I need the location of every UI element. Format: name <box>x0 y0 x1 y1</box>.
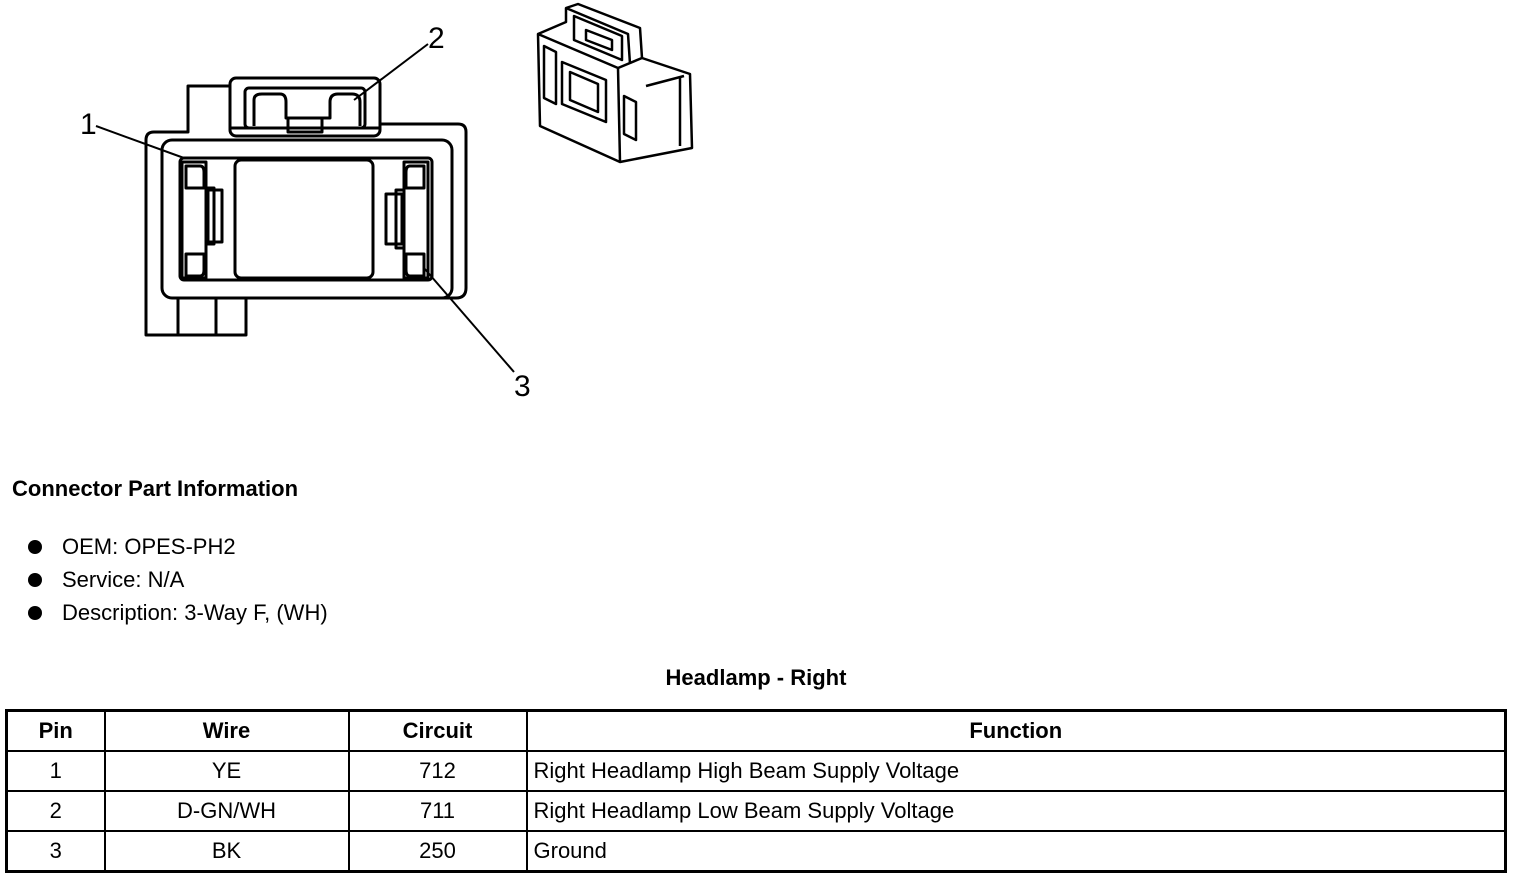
info-item-text: Service: N/A <box>62 567 185 592</box>
terminal-cavity-3 <box>402 160 430 280</box>
header-pin: Pin <box>5 709 106 752</box>
table-row: 1 YE 712 Right Headlamp High Beam Supply… <box>5 750 1507 792</box>
cell-function: Ground <box>525 830 1507 873</box>
connector-back-shell <box>144 84 468 337</box>
leader-line-1 <box>95 125 185 159</box>
table-row: 2 D-GN/WH 711 Right Headlamp Low Beam Su… <box>5 790 1507 832</box>
info-item: Description: 3-Way F, (WH) <box>28 596 328 629</box>
leader-line-3 <box>423 267 515 373</box>
cell-pin: 2 <box>5 790 106 832</box>
table-header-row: Pin Wire Circuit Function <box>5 709 1507 752</box>
cell-pin: 1 <box>5 750 106 792</box>
leader-line-2 <box>353 43 429 101</box>
connector-center-cavity <box>233 158 375 280</box>
cell-circuit: 712 <box>347 750 528 792</box>
connector-info-title: Connector Part Information <box>12 476 299 501</box>
connector-diagram: 1 2 3 <box>80 2 694 403</box>
connector-info-list: OEM: OPES-PH2 Service: N/A Description: … <box>28 530 328 629</box>
cell-wire: YE <box>103 750 350 792</box>
bullet-icon <box>28 539 42 554</box>
cell-circuit: 711 <box>347 790 528 832</box>
connector-front-face <box>160 138 454 300</box>
info-item-text: OEM: OPES-PH2 <box>62 534 236 559</box>
callout-2: 2 <box>428 22 445 55</box>
info-item: Service: N/A <box>28 563 328 596</box>
connector-bottom-tabs <box>176 298 218 335</box>
table-row: 3 BK 250 Ground <box>5 830 1507 873</box>
header-wire: Wire <box>103 709 350 752</box>
callout-3: 3 <box>514 370 531 403</box>
connector-top-latch <box>228 76 382 138</box>
cell-function: Right Headlamp High Beam Supply Voltage <box>525 750 1507 792</box>
cell-wire: D-GN/WH <box>103 790 350 832</box>
table-title: Headlamp - Right <box>665 665 847 690</box>
cell-pin: 3 <box>5 830 106 873</box>
cell-circuit: 250 <box>347 830 528 873</box>
info-item-text: Description: 3-Way F, (WH) <box>62 600 328 625</box>
connector-isometric-view <box>536 2 694 164</box>
header-circuit: Circuit <box>347 709 528 752</box>
cell-function: Right Headlamp Low Beam Supply Voltage <box>525 790 1507 832</box>
info-item: OEM: OPES-PH2 <box>28 530 328 563</box>
header-function: Function <box>525 709 1507 752</box>
terminal-cavity-1 <box>180 160 208 280</box>
bullet-icon <box>28 572 42 587</box>
bullet-icon <box>28 605 42 620</box>
cell-wire: BK <box>103 830 350 873</box>
callout-1: 1 <box>80 108 97 141</box>
pinout-table: Pin Wire Circuit Function 1 YE 712 Right… <box>5 709 1507 873</box>
